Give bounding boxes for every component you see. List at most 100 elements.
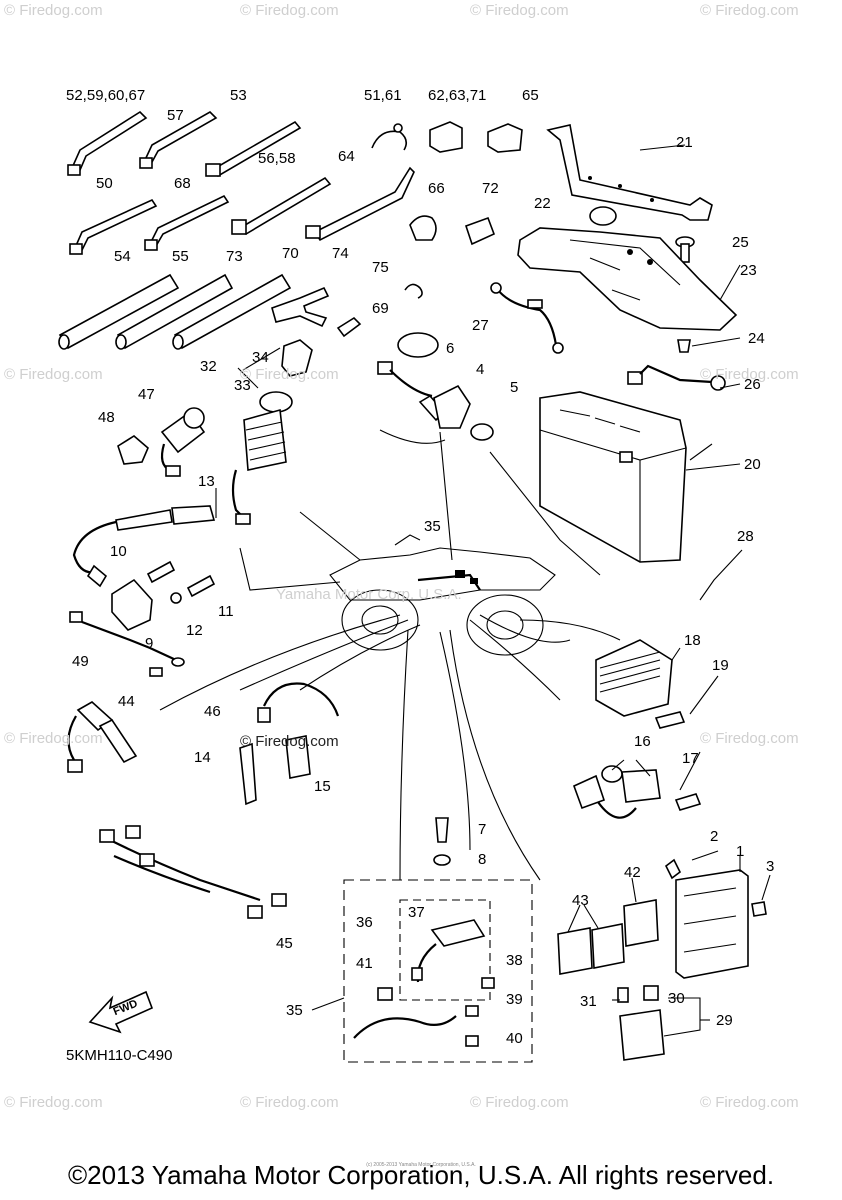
cable-ties <box>67 110 415 255</box>
callout-26: 26 <box>744 376 761 393</box>
watermark: © Firedog.com <box>240 366 339 383</box>
watermark: © Firedog.com <box>700 366 799 383</box>
callout-8: 8 <box>478 851 486 868</box>
watermark-center: Yamaha Motor Corp. U.S.A. <box>276 586 462 603</box>
starter-relay-29 <box>617 985 665 1061</box>
grommet-22 <box>589 206 617 226</box>
callout-25: 25 <box>732 234 749 251</box>
callout-47: 47 <box>138 386 155 403</box>
callout-42: 42 <box>624 864 641 881</box>
callout-44: 44 <box>118 693 135 710</box>
diagram-code: 5KMH110-C490 <box>66 1047 172 1064</box>
callout-53: 53 <box>230 87 247 104</box>
ecu-1 <box>664 858 767 979</box>
leader-lines <box>215 257 771 1037</box>
callout-11: 11 <box>218 603 234 620</box>
watermark: © Firedog.com <box>4 2 103 19</box>
bracket-21 <box>546 124 713 221</box>
callout-39: 39 <box>506 991 523 1008</box>
callout-4: 4 <box>476 361 484 378</box>
fineprint: (c) 2005-2013 Yamaha Motor Corporation, … <box>366 1162 476 1168</box>
callout-36: 36 <box>356 914 373 931</box>
atv-silhouette <box>329 534 556 656</box>
callout-55: 55 <box>172 248 189 265</box>
callout-69: 69 <box>372 300 389 317</box>
callout-74: 74 <box>332 245 349 262</box>
watermark: © Firedog.com <box>700 1094 799 1111</box>
callout-72: 72 <box>482 180 499 197</box>
o-ring-69 <box>397 332 439 358</box>
detail-box-35 <box>343 879 533 1063</box>
watermark: © Firedog.com <box>470 1094 569 1111</box>
callout-1: 1 <box>736 843 744 860</box>
callout-31: 31 <box>580 993 597 1010</box>
callout-27: 27 <box>472 317 489 334</box>
callout-38: 38 <box>506 952 523 969</box>
callout-40: 40 <box>506 1030 523 1047</box>
callout-2: 2 <box>710 828 718 845</box>
lead-26 <box>627 364 726 391</box>
callout-43: 43 <box>572 892 589 909</box>
callout-49: 49 <box>72 653 89 670</box>
bolt-7-washer-8 <box>433 817 451 866</box>
callout-17: 17 <box>682 750 699 767</box>
callout-68: 68 <box>174 175 191 192</box>
watermark: © Firedog.com <box>4 366 103 383</box>
callout-50: 50 <box>96 175 113 192</box>
callout-14: 14 <box>194 749 211 766</box>
plug-cap-44 <box>67 701 138 773</box>
battery-cover-23 <box>517 227 738 331</box>
callout-3: 3 <box>766 858 774 875</box>
main-switch <box>231 339 313 525</box>
callout-23: 23 <box>740 262 757 279</box>
relays-42-43 <box>557 899 659 975</box>
lead-49 <box>69 611 185 677</box>
callout-70: 70 <box>282 245 299 262</box>
callout-54: 54 <box>114 248 131 265</box>
harness-guide-lines <box>159 429 621 881</box>
callout-35-bottom: 35 <box>286 1002 303 1019</box>
callout-19: 19 <box>712 657 729 674</box>
callout-45: 45 <box>276 935 293 952</box>
watermark: © Firedog.com <box>700 730 799 747</box>
callout-37: 37 <box>408 904 425 921</box>
sensor-group-46-14-15 <box>239 682 340 806</box>
watermark-inline: © Firedog.com <box>240 733 339 750</box>
callout-10: 10 <box>110 543 127 560</box>
watermark: © Firedog.com <box>700 2 799 19</box>
callout-64: 64 <box>338 148 355 165</box>
callout-57: 57 <box>167 107 184 124</box>
harness-45 <box>99 825 287 919</box>
callout-65: 65 <box>522 87 539 104</box>
watermark: © Firedog.com <box>470 2 569 19</box>
callout-35-top: 35 <box>424 518 441 535</box>
callout-labels: 52,59,60,67 57 53 51,61 62,63,71 65 21 5… <box>66 87 774 1064</box>
joints <box>271 286 362 338</box>
copyright: ©2013 Yamaha Motor Corporation, U.S.A. A… <box>67 1160 775 1190</box>
callout-66: 66 <box>428 180 445 197</box>
callout-75: 75 <box>372 259 389 276</box>
battery-20 <box>539 391 687 563</box>
callout-29: 29 <box>716 1012 733 1029</box>
callout-56-58: 56,58 <box>258 150 296 167</box>
clip-75 <box>404 283 423 299</box>
callout-52: 52,59,60,67 <box>66 87 145 104</box>
callout-9: 9 <box>145 635 153 652</box>
watermark: © Firedog.com <box>4 730 103 747</box>
rectifier-18 <box>595 639 686 729</box>
bolt-25 <box>675 236 695 263</box>
fwd-arrow-icon: FWD <box>88 990 154 1034</box>
callout-12: 12 <box>186 622 203 639</box>
watermark: © Firedog.com <box>4 1094 103 1111</box>
clamps <box>371 121 523 246</box>
callout-41: 41 <box>356 955 373 972</box>
callout-13: 13 <box>198 473 215 490</box>
callout-18: 18 <box>684 632 701 649</box>
callout-24: 24 <box>748 330 765 347</box>
callout-21: 21 <box>676 134 693 151</box>
callout-62-63-71: 62,63,71 <box>428 87 486 104</box>
callout-16: 16 <box>634 733 651 750</box>
callout-5: 5 <box>510 379 518 396</box>
callout-30: 30 <box>668 990 685 1007</box>
